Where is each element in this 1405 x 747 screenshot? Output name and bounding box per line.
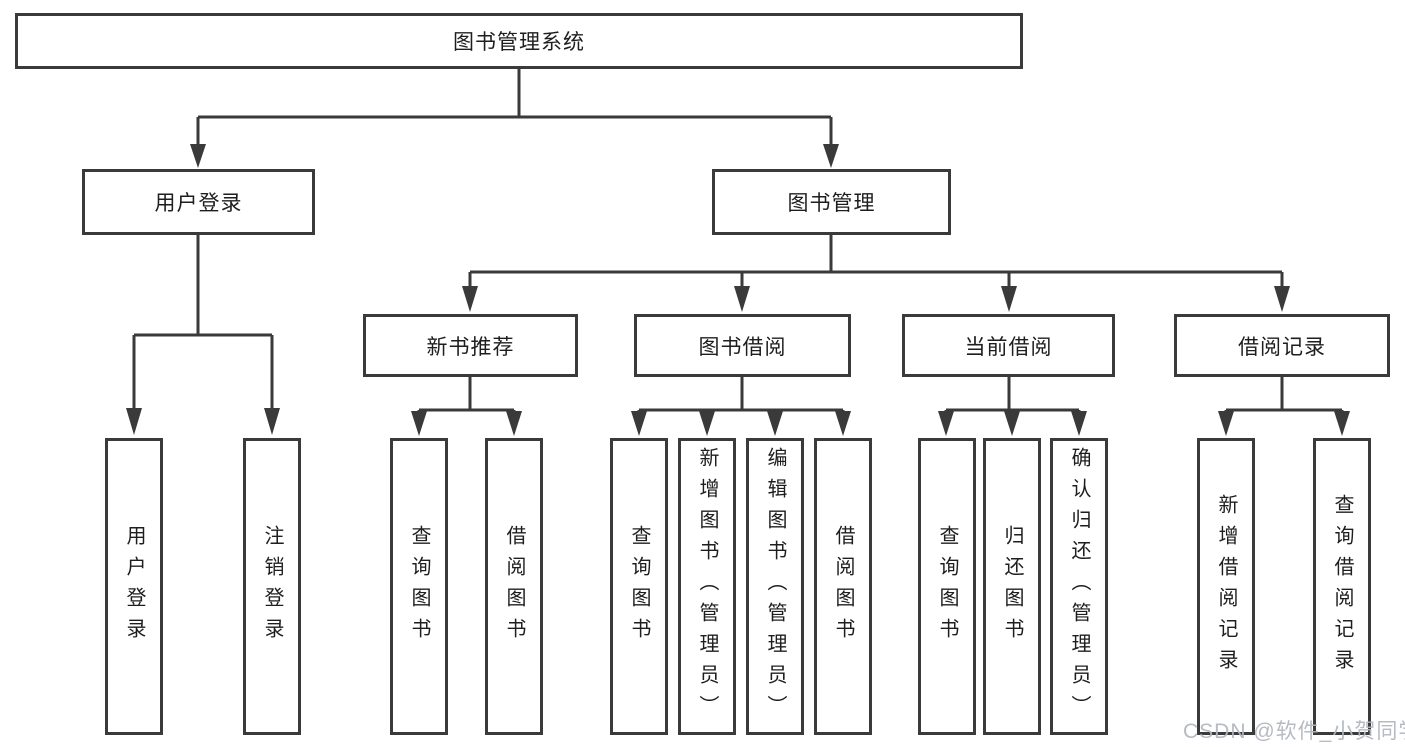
leaf-query-books-current-label: 查询图书 [936,524,958,649]
leaf-query-borrow-record: 查询借阅记录 [1313,438,1371,735]
node-user-login: 用户登录 [82,169,315,235]
leaf-borrow-books: 借阅图书 [814,438,872,735]
leaf-borrow-books-recommend: 借阅图书 [485,438,543,735]
leaf-confirm-return-admin: 确认归还（管理员） [1050,438,1108,735]
leaf-query-books-borrow-label: 查询图书 [628,524,650,649]
leaf-query-books-borrow: 查询图书 [610,438,668,735]
node-book-borrowing: 图书借阅 [634,314,851,377]
leaf-return-books-label: 归还图书 [1001,524,1023,649]
node-library-management-system: 图书管理系统 [15,13,1023,69]
leaf-logout: 注销登录 [243,438,301,735]
leaf-query-books-recommend-label: 查询图书 [408,524,430,649]
node-book-management: 图书管理 [712,169,951,235]
leaf-add-books-admin: 新增图书（管理员） [678,438,736,735]
node-new-book-recommendation: 新书推荐 [363,314,578,377]
leaf-query-books-recommend: 查询图书 [390,438,448,735]
leaf-add-books-admin-label: 新增图书（管理员） [696,447,718,726]
leaf-confirm-return-admin-label: 确认归还（管理员） [1068,447,1090,726]
leaf-add-borrow-record: 新增借阅记录 [1197,438,1255,735]
leaf-add-borrow-record-label: 新增借阅记录 [1215,493,1237,680]
leaf-borrow-books-label: 借阅图书 [832,524,854,649]
leaf-user-login: 用户登录 [105,438,163,735]
leaf-logout-label: 注销登录 [261,524,283,649]
node-borrowing-records: 借阅记录 [1174,314,1390,377]
leaf-borrow-books-recommend-label: 借阅图书 [503,524,525,649]
leaf-return-books: 归还图书 [983,438,1041,735]
csdn-watermark: CSDN @软件_小贺同学 [1183,720,1405,743]
leaf-edit-books-admin: 编辑图书（管理员） [746,438,804,735]
leaf-query-borrow-record-label: 查询借阅记录 [1331,493,1353,680]
node-current-borrowing: 当前借阅 [902,314,1115,377]
leaf-query-books-current: 查询图书 [918,438,976,735]
leaf-edit-books-admin-label: 编辑图书（管理员） [764,447,786,726]
leaf-user-login-label: 用户登录 [123,524,145,649]
